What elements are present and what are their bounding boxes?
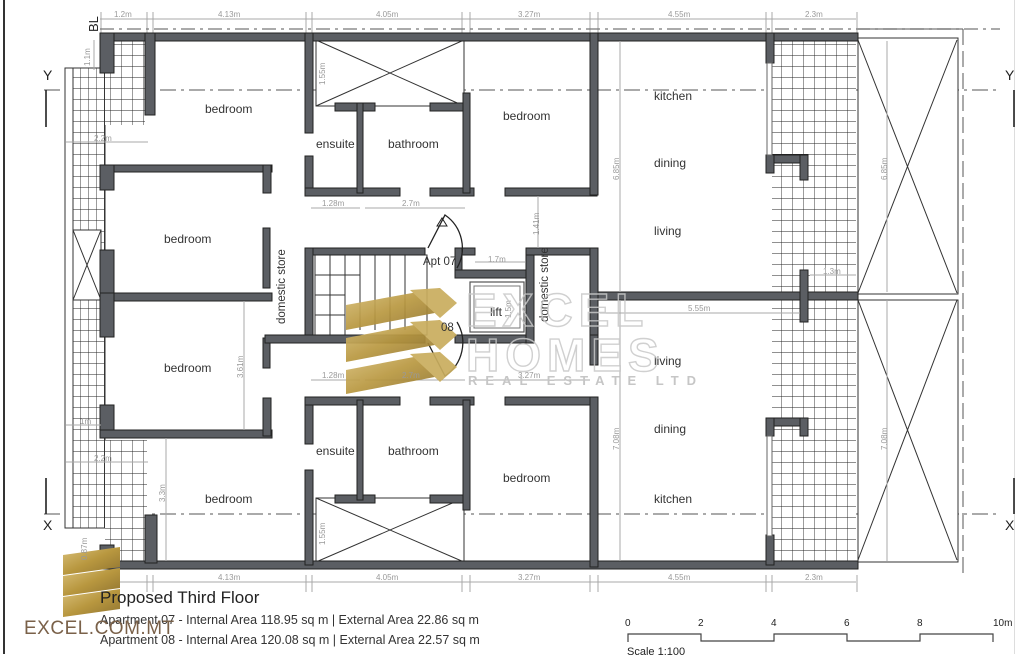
top-dimension-chain	[100, 12, 858, 36]
room-lift: lift	[490, 305, 502, 319]
scale-tick-10: 10m	[993, 618, 1013, 629]
scale-bar	[627, 633, 994, 642]
dim-lower-bath: 2.7m	[402, 371, 420, 380]
section-marker-x-left: X	[43, 517, 53, 533]
scale-tick-4: 4	[771, 618, 777, 629]
dim-upper-bath: 2.7m	[402, 199, 420, 208]
drawing-title: Proposed Third Floor	[100, 588, 260, 607]
dim-lower-height: 7.08m	[612, 427, 621, 450]
dim-bottom-2: 4.05m	[376, 573, 399, 582]
apt07-door-tag: Apt 07	[423, 256, 457, 268]
room-dining-upper: dining	[654, 156, 687, 170]
room-bedroom-mid-lower: bedroom	[164, 361, 212, 375]
room-ensuite-lower: ensuite	[316, 444, 355, 458]
room-bedroom-lower-left: bedroom	[205, 492, 253, 506]
apt08-door-tag: 08	[441, 322, 454, 334]
dim-side-top: 1.1m	[83, 48, 92, 66]
bl-marker: BL	[86, 16, 101, 32]
dim-top-1: 1.2m	[114, 10, 132, 19]
dim-shaft-lower: 1.55m	[318, 522, 327, 545]
scale-tick-6: 6	[844, 618, 850, 629]
brand-url: EXCEL.COM.MT	[24, 618, 175, 639]
dim-bottom-1: 4.13m	[218, 573, 241, 582]
scale-tick-0: 0	[625, 618, 631, 629]
dim-bottom-4: 4.55m	[668, 573, 691, 582]
section-marker-y-right: Y	[1005, 67, 1015, 83]
room-domestic-store-left: domestic store	[276, 249, 288, 324]
dim-terrace-lower-height: 7.08m	[880, 427, 889, 450]
room-bedroom-upper-center: bedroom	[503, 109, 551, 123]
dim-terrace-upper-height: 6.85m	[880, 157, 889, 180]
dim-bedroom-lower-height: 3.3m	[158, 484, 167, 502]
scale-label: Scale 1:100	[627, 646, 686, 658]
watermark-logo-center	[346, 288, 457, 394]
apartment-07-area: Apartment 07 - Internal Area 118.95 sq m…	[100, 613, 479, 627]
watermark-excel: EXCEL	[465, 283, 650, 336]
dim-top-6: 2.3m	[805, 10, 823, 19]
dim-upper-height: 6.85m	[612, 157, 621, 180]
dim-balcony-inner: 1m	[80, 417, 92, 426]
scale-tick-8: 8	[917, 618, 923, 629]
sheet-border-right	[1014, 0, 1015, 654]
dim-top-5: 4.55m	[668, 10, 691, 19]
dim-shaft-upper: 1.55m	[318, 62, 327, 85]
dim-balcony-lower: 2.2m	[94, 454, 112, 463]
room-dining-lower: dining	[654, 422, 687, 436]
room-bedroom-mid-upper: bedroom	[164, 232, 212, 246]
room-bathroom-lower: bathroom	[388, 444, 439, 458]
room-bathroom-upper: bathroom	[388, 137, 439, 151]
dim-bottom-3: 3.27m	[518, 573, 541, 582]
dim-bottom-5: 2.3m	[805, 573, 823, 582]
dim-side-bottom: 0.87m	[80, 537, 89, 560]
scale-tick-2: 2	[698, 618, 704, 629]
dim-bedroom-height: 3.61m	[236, 355, 245, 378]
dim-top-3: 4.05m	[376, 10, 399, 19]
room-kitchen-lower: kitchen	[654, 492, 693, 506]
dim-upper-ensuite: 1.28m	[322, 199, 345, 208]
watermark-subtitle: REAL ESTATE LTD	[468, 373, 705, 388]
section-marker-x-right: X	[1005, 517, 1015, 533]
room-kitchen-upper: kitchen	[654, 89, 693, 103]
dim-balcony-upper: 2.2m	[94, 134, 112, 143]
dim-lower-ensuite: 1.28m	[322, 371, 345, 380]
watermark-homes: HOMES	[465, 328, 665, 381]
dim-lower-bed: 3.27m	[518, 371, 541, 380]
dim-partition: 5.55m	[688, 304, 711, 313]
dim-corridor: 1.41m	[532, 212, 541, 235]
room-bedroom-lower-center: bedroom	[503, 471, 551, 485]
dim-top-4: 3.27m	[518, 10, 541, 19]
room-living-upper: living	[654, 224, 682, 238]
apartment-08-area: Apartment 08 - Internal Area 120.08 sq m…	[100, 633, 480, 647]
room-ensuite-upper: ensuite	[316, 137, 355, 151]
room-bedroom-upper-left: bedroom	[205, 102, 253, 116]
dim-top-2: 4.13m	[218, 10, 241, 19]
section-marker-y-left: Y	[43, 67, 53, 83]
dim-terrace-gap: 1.3m	[823, 267, 841, 276]
room-living-lower: living	[654, 354, 682, 368]
dim-lift-width: 1.7m	[488, 255, 506, 264]
watermark-logo-corner	[63, 547, 120, 617]
sheet-border-left	[3, 0, 5, 654]
